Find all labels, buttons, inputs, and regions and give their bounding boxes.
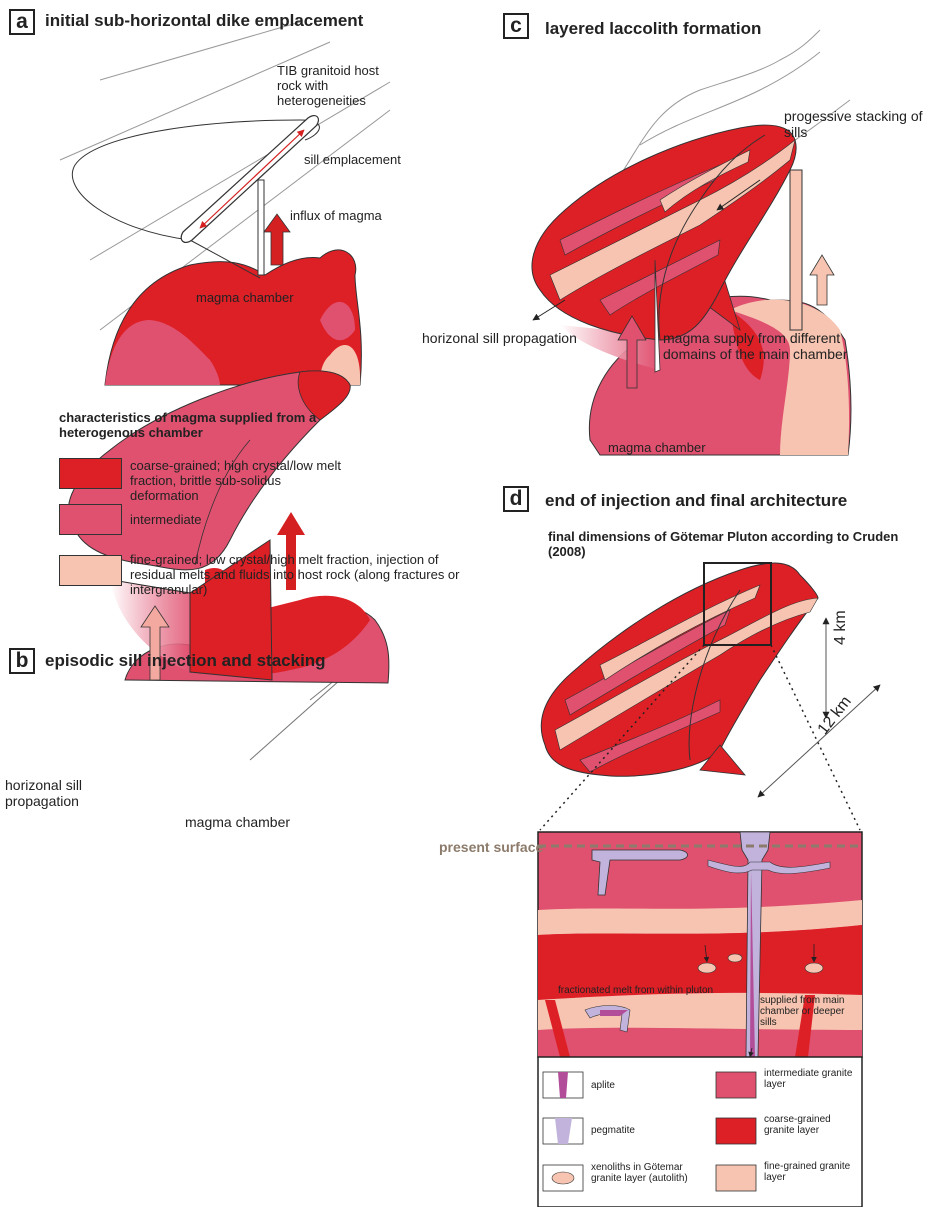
magma-chamber-label-a: magma chamber xyxy=(196,290,294,305)
legend-d-coarse: coarse-grained granite layer xyxy=(764,1114,854,1136)
legend-label-coarse: coarse-grained; high crystal/low melt fr… xyxy=(130,458,350,503)
legend-swatch-intermediate xyxy=(59,504,122,535)
length-dimension-arrow xyxy=(758,685,880,797)
stacking-label: progessive stacking of sills xyxy=(784,108,924,140)
legend-d-fine: fine-grained granite layer xyxy=(764,1161,854,1183)
panel-title-d: end of injection and final architecture xyxy=(545,491,847,511)
legend-swatch-coarse xyxy=(59,458,122,489)
legend-d-pegmatite: pegmatite xyxy=(591,1125,635,1136)
panel-letter-a: a xyxy=(9,9,35,35)
panel-title-c: layered laccolith formation xyxy=(545,19,761,39)
host-rock-line xyxy=(90,82,390,260)
height-label: 4 km xyxy=(833,610,849,645)
panel-title-b: episodic sill injection and stacking xyxy=(45,651,326,671)
feeder-dike-a xyxy=(258,180,264,275)
fractionated-label: fractionated melt from within pluton xyxy=(558,985,713,996)
sill-a xyxy=(181,116,318,243)
panel-d-drawing xyxy=(540,563,880,830)
legend-title: characteristics of magma supplied from a… xyxy=(59,410,349,440)
legend-d-intermediate: intermediate granite layer xyxy=(764,1068,854,1090)
xenolith xyxy=(698,963,716,973)
supply-label: magma supply from different domains of t… xyxy=(663,330,863,362)
influx-label: influx of magma xyxy=(290,208,382,223)
propagation-label-b: horizonal sill propagation xyxy=(5,777,105,809)
magma-chamber-label-c: magma chamber xyxy=(608,440,706,455)
panel-letter-b: b xyxy=(9,648,35,674)
supplied-label: supplied from main chamber or deeper sil… xyxy=(760,995,855,1028)
panel-c-drawing xyxy=(532,30,851,455)
legend-d-aplite: aplite xyxy=(591,1080,615,1091)
present-surface-label: present surface xyxy=(439,840,543,855)
panel-subtitle-d: final dimensions of Götemar Pluton accor… xyxy=(548,529,918,559)
sill-emplacement-label: sill emplacement xyxy=(304,152,401,167)
sill-propagation-arrow-a xyxy=(200,130,304,228)
legend-label-intermediate: intermediate xyxy=(130,512,202,527)
legend-d-xenolith: xenoliths in Götemar granite layer (auto… xyxy=(591,1162,711,1184)
magma-chamber-label-b: magma chamber xyxy=(185,814,290,830)
legend-swatch-fine xyxy=(59,555,122,586)
zoom-line-right xyxy=(771,645,860,830)
influx-arrow-c2 xyxy=(810,255,834,305)
panel-letter-d: d xyxy=(503,486,529,512)
panel-title-a: initial sub-horizontal dike emplacement xyxy=(45,11,363,31)
legend-label-fine: fine-grained; low crystal/high melt frac… xyxy=(130,552,485,597)
xenolith xyxy=(805,963,823,973)
xenolith xyxy=(728,954,742,962)
panel-letter-c: c xyxy=(503,13,529,39)
propagation-label-c: horizonal sill propagation xyxy=(422,330,577,346)
host-rock-label: TIB granitoid host rock with heterogenei… xyxy=(277,63,407,108)
feeder-dike-c xyxy=(790,170,802,330)
influx-arrow-a xyxy=(264,214,290,265)
